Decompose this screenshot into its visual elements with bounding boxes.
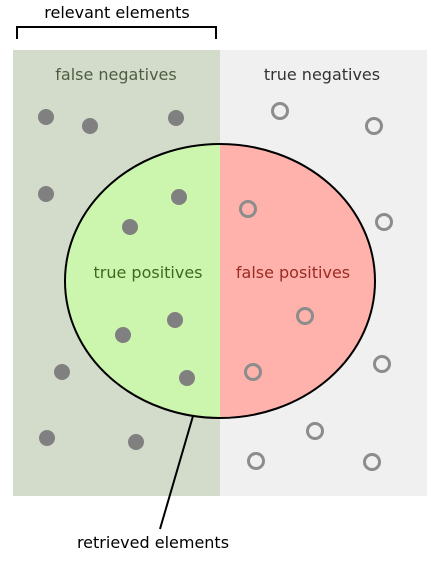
true-positive-dot xyxy=(171,189,187,205)
true-negative-ring xyxy=(271,102,289,120)
true-negative-ring xyxy=(373,355,391,373)
false-positives-label: false positives xyxy=(236,263,350,282)
false-negative-dot xyxy=(39,430,55,446)
true-negative-ring xyxy=(247,452,265,470)
true-positive-dot xyxy=(115,327,131,343)
retrieved-elements-label: retrieved elements xyxy=(77,533,229,552)
relevant-elements-label: relevant elements xyxy=(44,3,189,22)
false-negative-dot xyxy=(38,109,54,125)
false-negative-dot xyxy=(82,118,98,134)
true-negative-ring xyxy=(375,213,393,231)
false-positive-ring xyxy=(239,200,257,218)
retrieved-ellipse-outline xyxy=(64,143,376,419)
true-negative-ring xyxy=(306,422,324,440)
true-positive-dot xyxy=(167,312,183,328)
true-positives-label: true positives xyxy=(93,263,202,282)
false-negatives-label: false negatives xyxy=(55,65,176,84)
true-positives-area xyxy=(65,144,220,418)
relevant-bracket xyxy=(16,26,217,39)
false-negative-dot xyxy=(54,364,70,380)
true-negative-ring xyxy=(365,117,383,135)
false-positive-ring xyxy=(296,307,314,325)
true-positive-dot xyxy=(122,219,138,235)
retrieved-pointer-line xyxy=(159,415,194,530)
true-negatives-label: true negatives xyxy=(264,65,380,84)
false-negative-dot xyxy=(168,110,184,126)
true-negative-ring xyxy=(363,453,381,471)
true-positive-dot xyxy=(179,370,195,386)
false-positives-area xyxy=(220,144,375,418)
element-markers xyxy=(38,102,393,471)
false-negative-dot xyxy=(38,186,54,202)
false-negative-dot xyxy=(128,434,144,450)
false-positive-ring xyxy=(244,363,262,381)
